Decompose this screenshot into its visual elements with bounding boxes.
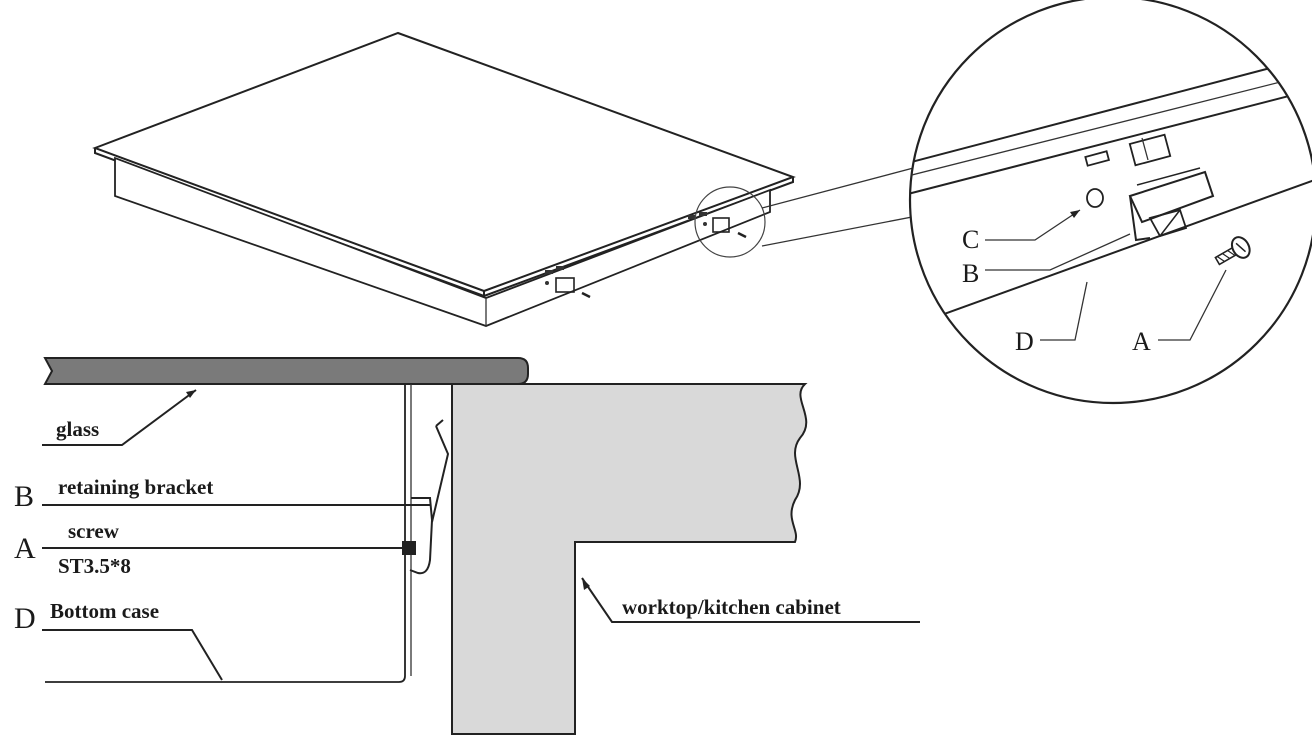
leader-d <box>1040 281 1088 341</box>
letter-a: A <box>14 532 36 565</box>
hob-screw-small <box>737 231 747 239</box>
detail-circle <box>908 0 1312 405</box>
detail-view: C B D A <box>908 0 1312 405</box>
hob-vent-slot <box>556 266 564 270</box>
hole-c <box>1086 188 1104 208</box>
leader-bottom-case <box>42 629 223 681</box>
callout-c: C <box>962 225 979 254</box>
hob-vent-slot <box>545 270 553 274</box>
section-view: glass B retaining bracket A screw ST3.5*… <box>14 357 920 735</box>
label-screw: screw <box>68 519 120 543</box>
label-bottom-case: Bottom case <box>50 599 159 623</box>
label-screw-spec: ST3.5*8 <box>58 554 131 578</box>
hob-bracket-small <box>712 217 730 233</box>
leader-c <box>985 209 1081 241</box>
retaining-bracket-detail <box>1128 167 1215 242</box>
glass-plate-section <box>43 357 529 385</box>
hob-isometric-view <box>92 31 1001 327</box>
detail-magnifier-circle <box>694 186 766 258</box>
hob-vent-slot <box>699 212 707 216</box>
hob-screw-small <box>581 291 591 299</box>
leader-b <box>985 233 1131 271</box>
hob-glass-top <box>92 31 796 293</box>
leader-a <box>1158 269 1227 341</box>
letter-b: B <box>14 480 34 513</box>
hob-bracket-small <box>555 277 575 293</box>
bottom-case-section <box>45 384 406 683</box>
label-worktop: worktop/kitchen cabinet <box>622 595 841 619</box>
callout-b: B <box>962 259 979 288</box>
hob-vent-slot <box>688 215 696 219</box>
leader-worktop <box>581 577 920 623</box>
callout-d: D <box>1015 327 1034 356</box>
retaining-bracket-section <box>409 497 434 575</box>
callout-a: A <box>1132 327 1151 356</box>
screw-detail <box>1214 236 1251 266</box>
worktop-section <box>451 383 808 735</box>
leader-glass <box>42 389 197 446</box>
label-glass: glass <box>56 417 99 441</box>
label-retaining-bracket: retaining bracket <box>58 475 213 499</box>
letter-d: D <box>14 602 36 635</box>
